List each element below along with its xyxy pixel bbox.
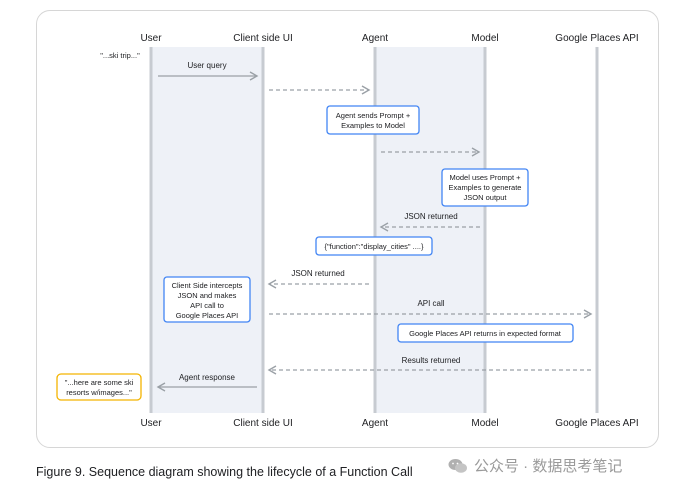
participant-model-top: Model: [471, 33, 498, 44]
participant-agent-top: Agent: [362, 33, 388, 44]
note-agent-prompt: [326, 105, 420, 135]
participant-user-top: User: [140, 33, 162, 44]
note-agent-prompt-line2: Examples to Model: [341, 121, 405, 130]
watermark-text: 公众号 · 数据思考笔记: [474, 458, 623, 475]
participant-model-bottom: Model: [471, 418, 498, 429]
label-api-call: API call: [417, 299, 444, 308]
label-json-returned-1: JSON returned: [404, 212, 457, 221]
participant-user-bottom: User: [140, 418, 162, 429]
label-results-returned: Results returned: [402, 356, 461, 365]
note-function-json: [315, 236, 433, 256]
label-user-query: User query: [187, 61, 226, 70]
note-places-returns-text: Google Places API returns in expected fo…: [409, 329, 562, 338]
note-agent-prompt-line1: Agent sends Prompt +: [336, 111, 411, 120]
note-final-response: [56, 373, 142, 401]
participant-places-bottom: Google Places API: [555, 418, 638, 429]
note-function-json-text: {"function":"display_cities" ....}: [324, 242, 424, 251]
client-lane-shade: [151, 47, 263, 413]
label-agent-response: Agent response: [179, 373, 236, 382]
wechat-icon: [448, 458, 467, 473]
note-model-line3: JSON output: [464, 193, 508, 202]
participant-client-top: Client side UI: [233, 33, 292, 44]
note-model-line2: Examples to generate: [449, 183, 522, 192]
note-client-intercepts: [163, 276, 251, 323]
note-client-line1: Client Side intercepts: [172, 281, 243, 290]
note-places-returns: [397, 323, 574, 343]
note-final-line2: resorts w/images...": [66, 388, 132, 397]
figure-caption: Figure 9. Sequence diagram showing the l…: [36, 465, 413, 479]
label-json-returned-2: JSON returned: [291, 269, 344, 278]
user-input-note: "...ski trip...": [100, 51, 140, 60]
note-final-line1: "...here are some ski: [65, 378, 134, 387]
note-client-line2: JSON and makes: [178, 291, 237, 300]
participant-places-top: Google Places API: [555, 33, 638, 44]
participant-agent-bottom: Agent: [362, 418, 388, 429]
participant-client-bottom: Client side UI: [233, 418, 292, 429]
note-model: [441, 168, 529, 207]
note-client-line4: Google Places API: [176, 311, 239, 320]
note-client-line3: API call to: [190, 301, 224, 310]
note-model-line1: Model uses Prompt +: [449, 173, 521, 182]
watermark: 公众号 · 数据思考笔记: [448, 455, 622, 476]
